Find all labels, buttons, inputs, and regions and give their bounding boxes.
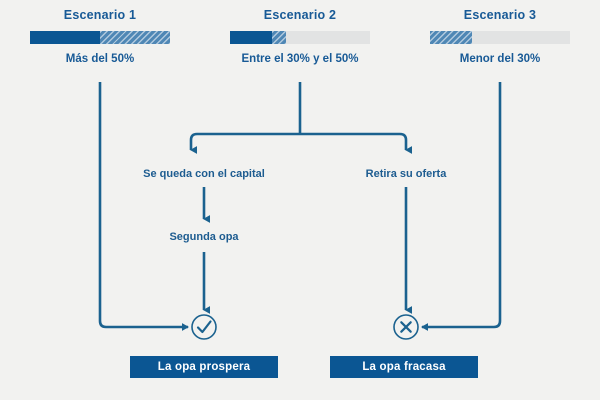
scenario-3-bar-hatched-segment (430, 31, 472, 44)
scenario-2-bar-solid-segment (230, 31, 272, 44)
check-circle-icon (191, 314, 217, 340)
scenario-3: Escenario 3 Menor del 30% (410, 8, 590, 66)
scenario-2-bar-empty-segment (286, 31, 370, 44)
scenario-2-value-label: Entre el 30% y el 50% (241, 53, 359, 65)
scenario-1-title: Escenario 1 (63, 8, 137, 22)
node-second-opa: Segunda opa (169, 231, 239, 243)
scenario-2-title: Escenario 2 (263, 8, 337, 22)
scenario-2: Escenario 2 Entre el 30% y el 50% (210, 8, 390, 66)
scenario-2-bar (230, 31, 370, 44)
scenario-1-value-label: Más del 50% (65, 53, 135, 65)
scenario-3-bar-empty-segment (472, 31, 570, 44)
outcome-banner-failure: La opa fracasa (330, 356, 478, 378)
scenario-1: Escenario 1 Más del 50% (10, 8, 190, 66)
connector-scenario3-to-failure (421, 82, 502, 331)
scenario-2-bar-hatched-segment (272, 31, 286, 44)
scenario-1-bar-hatched-segment (100, 31, 170, 44)
scenario-3-bar (430, 31, 570, 44)
outcome-banner-success: La opa prospera (130, 356, 278, 378)
node-keeps-capital: Se queda con el capital (143, 168, 265, 180)
connector-scenario2-to-keeps-capital (189, 132, 300, 154)
node-withdraws-offer: Retira su oferta (365, 168, 447, 180)
scenario-3-value-label: Menor del 30% (459, 53, 541, 65)
scenario-1-bar (30, 31, 170, 44)
scenario-3-title: Escenario 3 (463, 8, 537, 22)
connector-scenario2-to-withdraws-offer (300, 132, 413, 154)
x-circle-icon (393, 314, 419, 340)
connector-scenario1-to-success (98, 82, 189, 331)
scenario-1-bar-solid-segment (30, 31, 100, 44)
